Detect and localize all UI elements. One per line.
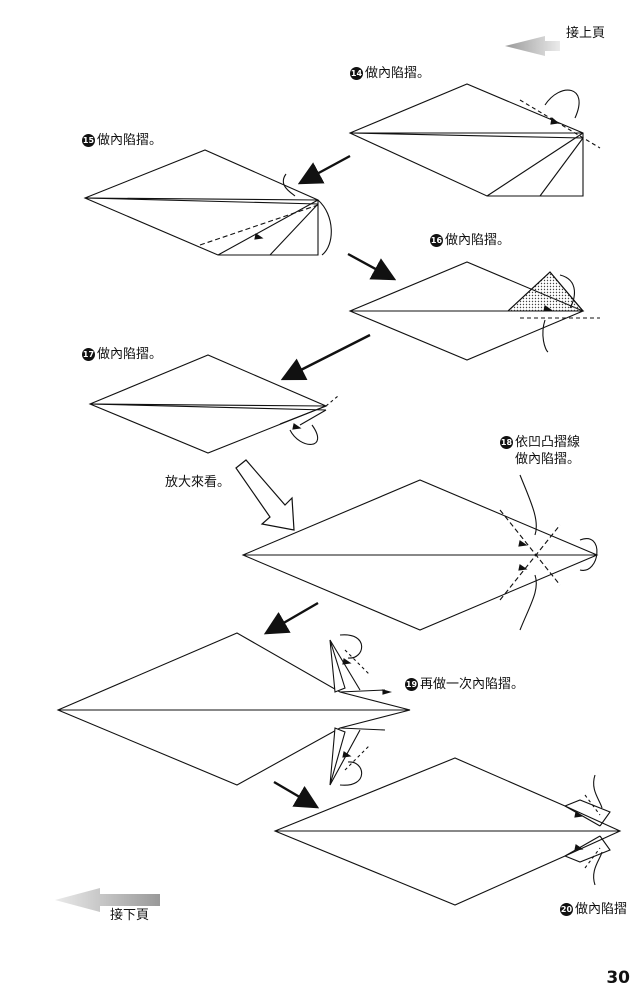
- step-14-text: 做內陷摺。: [365, 66, 431, 81]
- continue-to-label: 接下頁: [110, 908, 150, 923]
- zoom-arrow: [235, 459, 295, 531]
- fold-figure-19: [56, 632, 411, 786]
- page-number: 30: [606, 968, 630, 988]
- fold-figure-20: [273, 757, 622, 906]
- fold-figure-17: [88, 354, 339, 454]
- step-16-text: 做內陷摺。: [445, 233, 511, 248]
- step-15-number: 15: [82, 134, 95, 147]
- step-16-number: 16: [430, 234, 443, 247]
- step-14-number: 14: [350, 67, 363, 80]
- fold-figure-16: [348, 261, 600, 361]
- step-17-number: 17: [82, 348, 95, 361]
- fold-figure-14: [348, 83, 601, 197]
- step-19-text: 再做一次內陷摺。: [420, 677, 525, 692]
- fold-figure-15: [83, 149, 332, 256]
- continue-from-arrow: [505, 36, 560, 56]
- continue-from-label: 接上頁: [566, 26, 606, 41]
- step-18-text-line2: 做內陷摺。: [515, 452, 581, 467]
- step-15-text: 做內陷摺。: [97, 133, 163, 148]
- fold-figure-18: [241, 474, 599, 631]
- step-20-text: 做內陷摺: [575, 902, 628, 917]
- zoom-note: 放大來看。: [165, 475, 231, 490]
- step-17-text: 做內陷摺。: [97, 347, 163, 362]
- step-19-number: 19: [405, 678, 418, 691]
- step-18-text: 依凹凸摺線: [515, 435, 581, 450]
- step-18-number: 18: [500, 436, 513, 449]
- step-20-number: 20: [560, 903, 573, 916]
- continue-to-arrow: [55, 888, 160, 912]
